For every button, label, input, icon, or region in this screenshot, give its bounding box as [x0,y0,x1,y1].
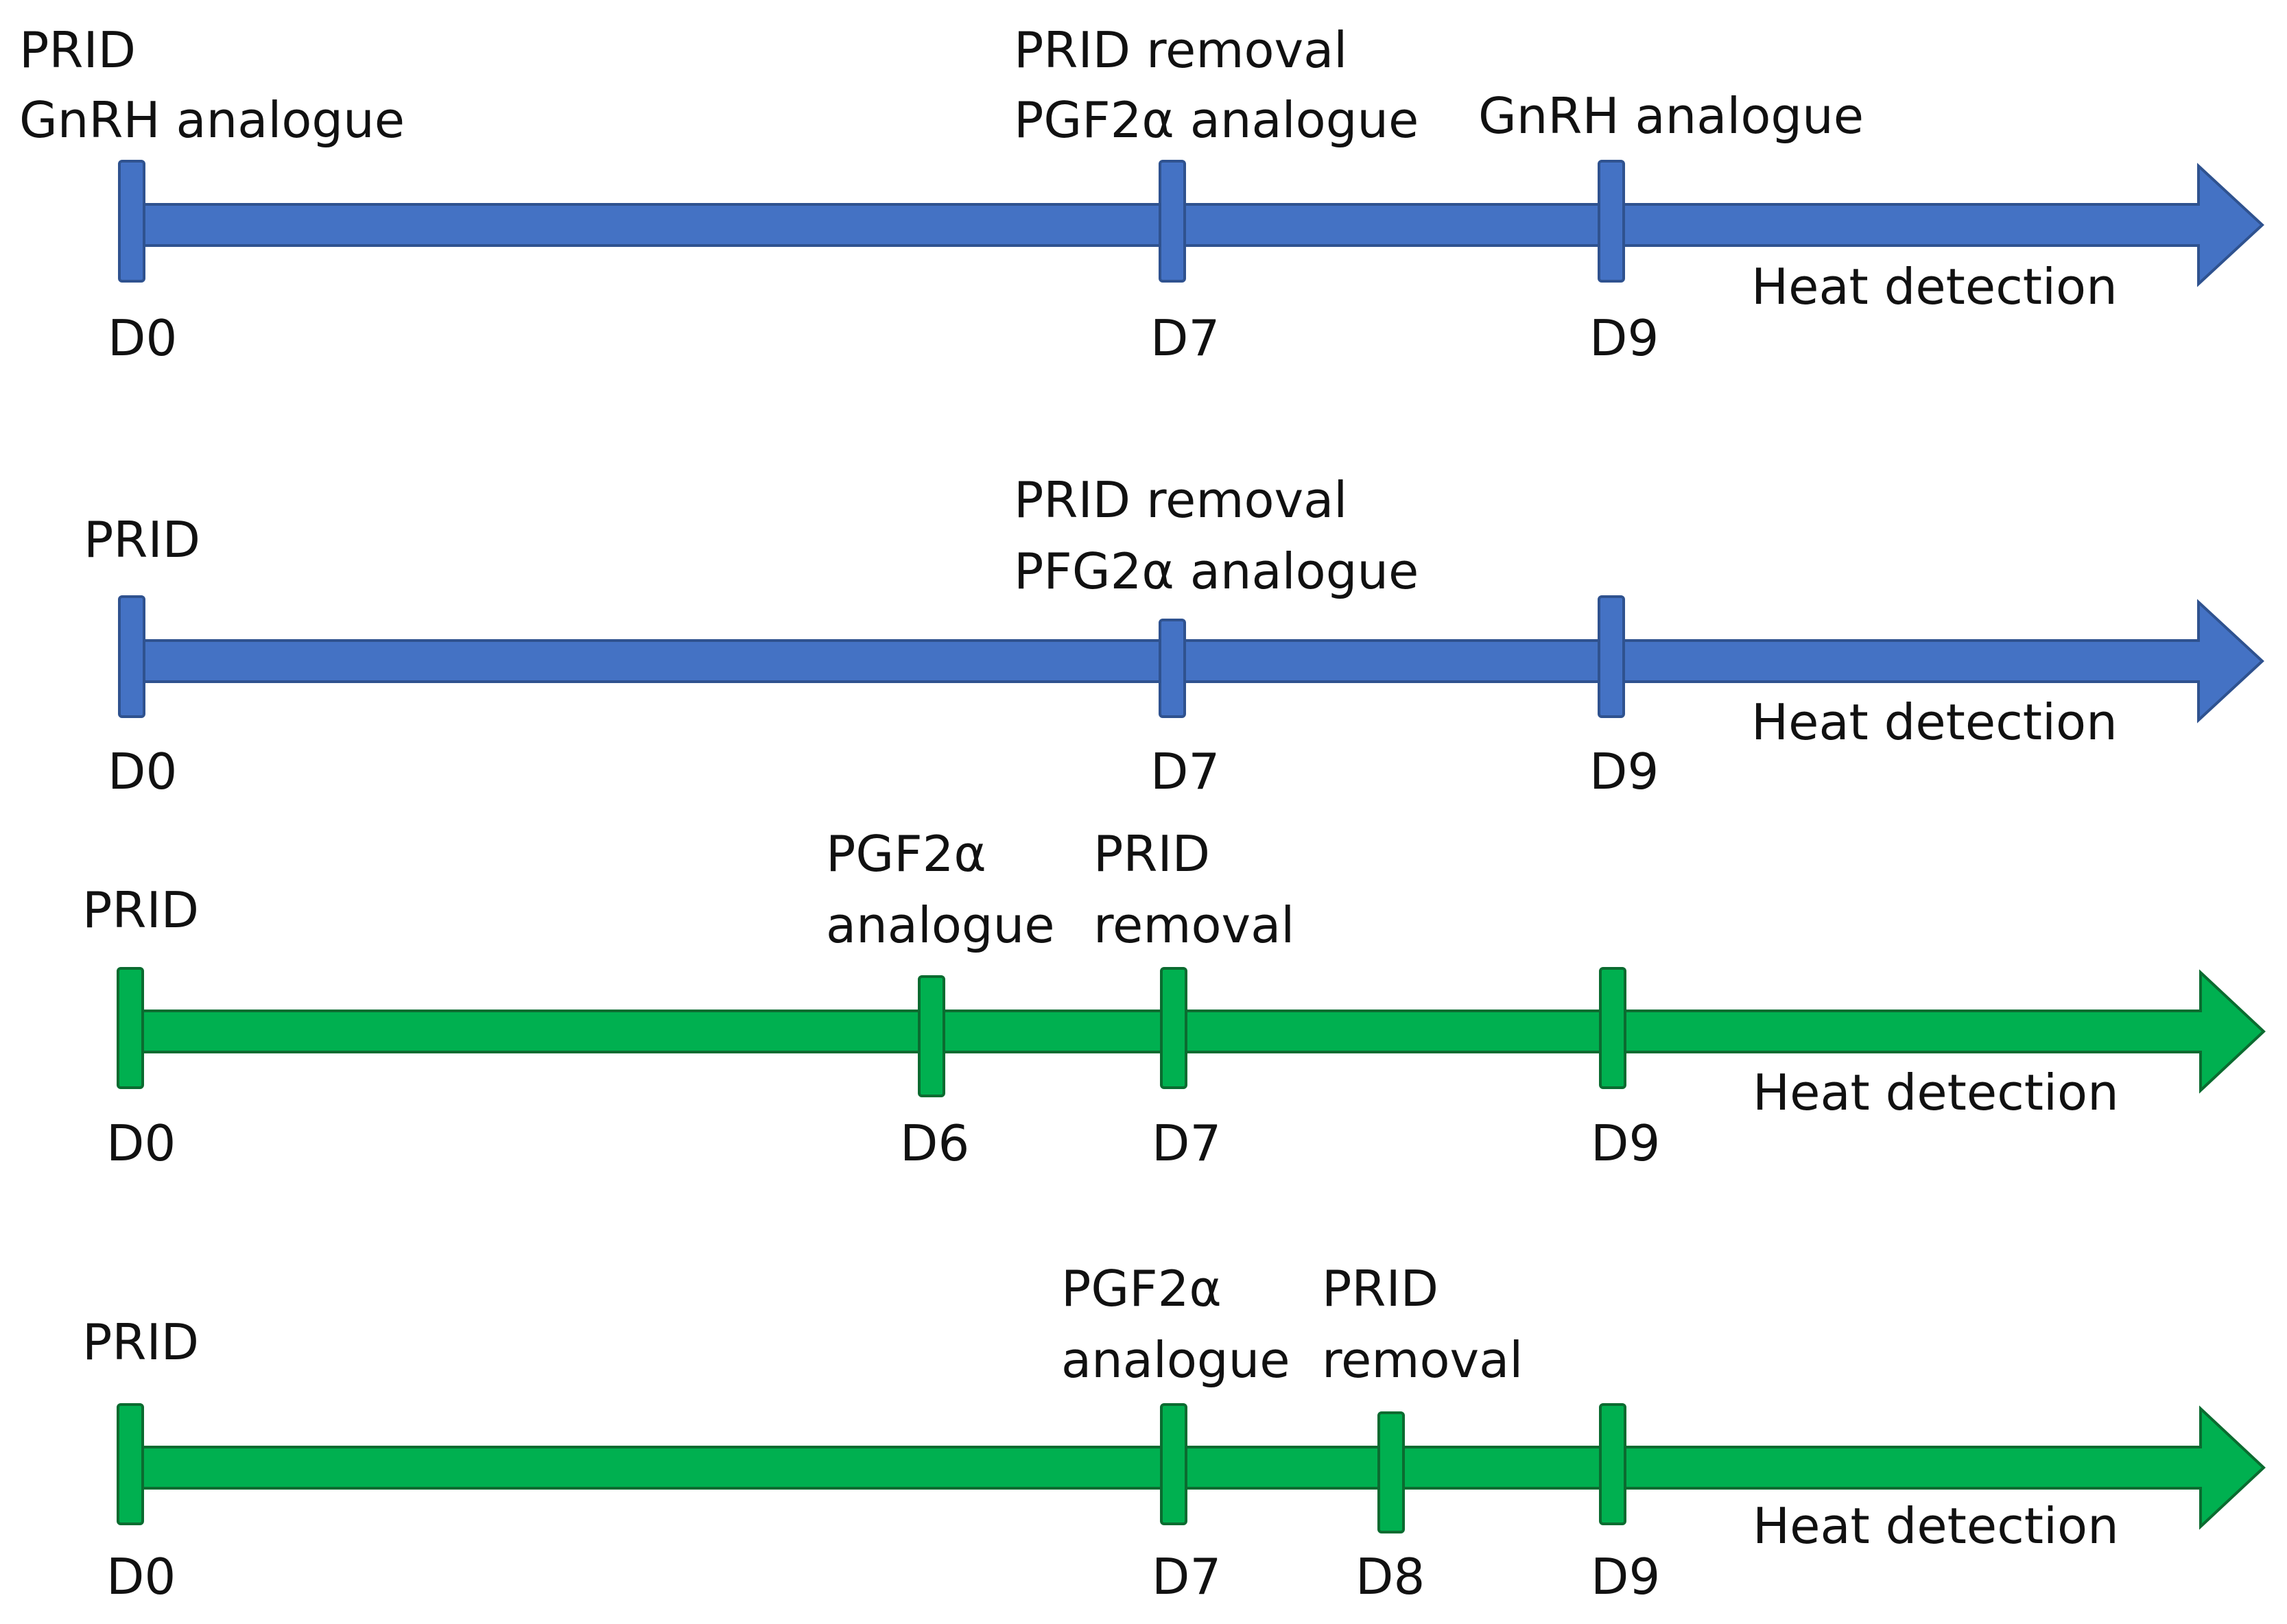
event-label: PRID removal [1014,471,1348,529]
day-label: D7 [1150,309,1220,367]
day-marker-d6 [918,975,945,1097]
event-label: PRID [1322,1260,1439,1317]
day-marker-d9 [1599,1403,1626,1525]
day-marker-d0 [118,595,145,718]
event-label: PRID [82,881,200,939]
day-marker-d0 [117,1403,144,1525]
heat-detection-label: Heat detection [1753,1497,2119,1555]
day-label: D6 [900,1114,970,1172]
day-label: D0 [106,1548,176,1605]
event-label: PRID removal [1014,21,1348,79]
timeline-2: PRID PRID removal PFG2α analogue D0 D7 D… [0,435,2287,805]
event-label: removal [1093,896,1295,954]
day-label: D9 [1589,743,1659,800]
timeline-arrow [129,969,2266,1094]
day-label: D9 [1591,1548,1661,1605]
event-label: PRID [19,21,137,79]
timeline-3-arrow-graphic [117,967,2266,1097]
day-label: D9 [1591,1114,1661,1172]
day-label: D0 [108,309,178,367]
timeline-arrow [129,163,2264,287]
day-marker-d7 [1160,967,1187,1089]
day-label: D7 [1150,743,1220,800]
event-label: PRID [84,511,201,569]
day-marker-d7 [1159,619,1186,718]
heat-detection-label: Heat detection [1751,693,2118,751]
heat-detection-label: Heat detection [1753,1064,2119,1121]
event-label: analogue [826,896,1055,954]
timeline-arrow [129,599,2264,724]
day-marker-d0 [117,967,144,1089]
day-label: D7 [1152,1114,1222,1172]
day-label: D7 [1152,1548,1222,1605]
day-label: D0 [106,1114,176,1172]
day-marker-d0 [118,160,145,283]
timeline-1: PRID GnRH analogue PRID removal PGF2α an… [0,0,2287,384]
day-label: D0 [108,743,178,800]
event-label: analogue [1061,1331,1290,1389]
event-label: PGF2α [826,825,986,883]
timeline-4-arrow-graphic [117,1403,2266,1533]
day-marker-d9 [1599,967,1626,1089]
event-label: GnRH analogue [19,91,405,149]
event-label: PGF2α [1061,1260,1222,1317]
event-label: PRID [1093,825,1211,883]
day-marker-d9 [1598,160,1625,283]
day-marker-d9 [1598,595,1625,718]
timeline-2-arrow-graphic [118,595,2264,724]
timeline-4: PRID PGF2α analogue PRID removal D0 D7 D… [0,1221,2287,1624]
heat-detection-label: Heat detection [1751,258,2118,315]
timeline-1-arrow-graphic [118,160,2264,287]
day-marker-d8 [1377,1411,1405,1533]
timeline-arrow [129,1405,2266,1530]
day-label: D9 [1589,309,1659,367]
timeline-3: PRID PGF2α analogue PRID removal D0 D6 D… [0,805,2287,1189]
day-label: D8 [1355,1548,1425,1605]
event-label: removal [1322,1331,1524,1389]
event-label: PFG2α analogue [1014,542,1419,600]
event-label: GnRH analogue [1478,87,1864,145]
event-label: PGF2α analogue [1014,91,1419,149]
day-marker-d7 [1160,1403,1187,1525]
day-marker-d7 [1159,160,1186,283]
event-label: PRID [82,1313,200,1371]
